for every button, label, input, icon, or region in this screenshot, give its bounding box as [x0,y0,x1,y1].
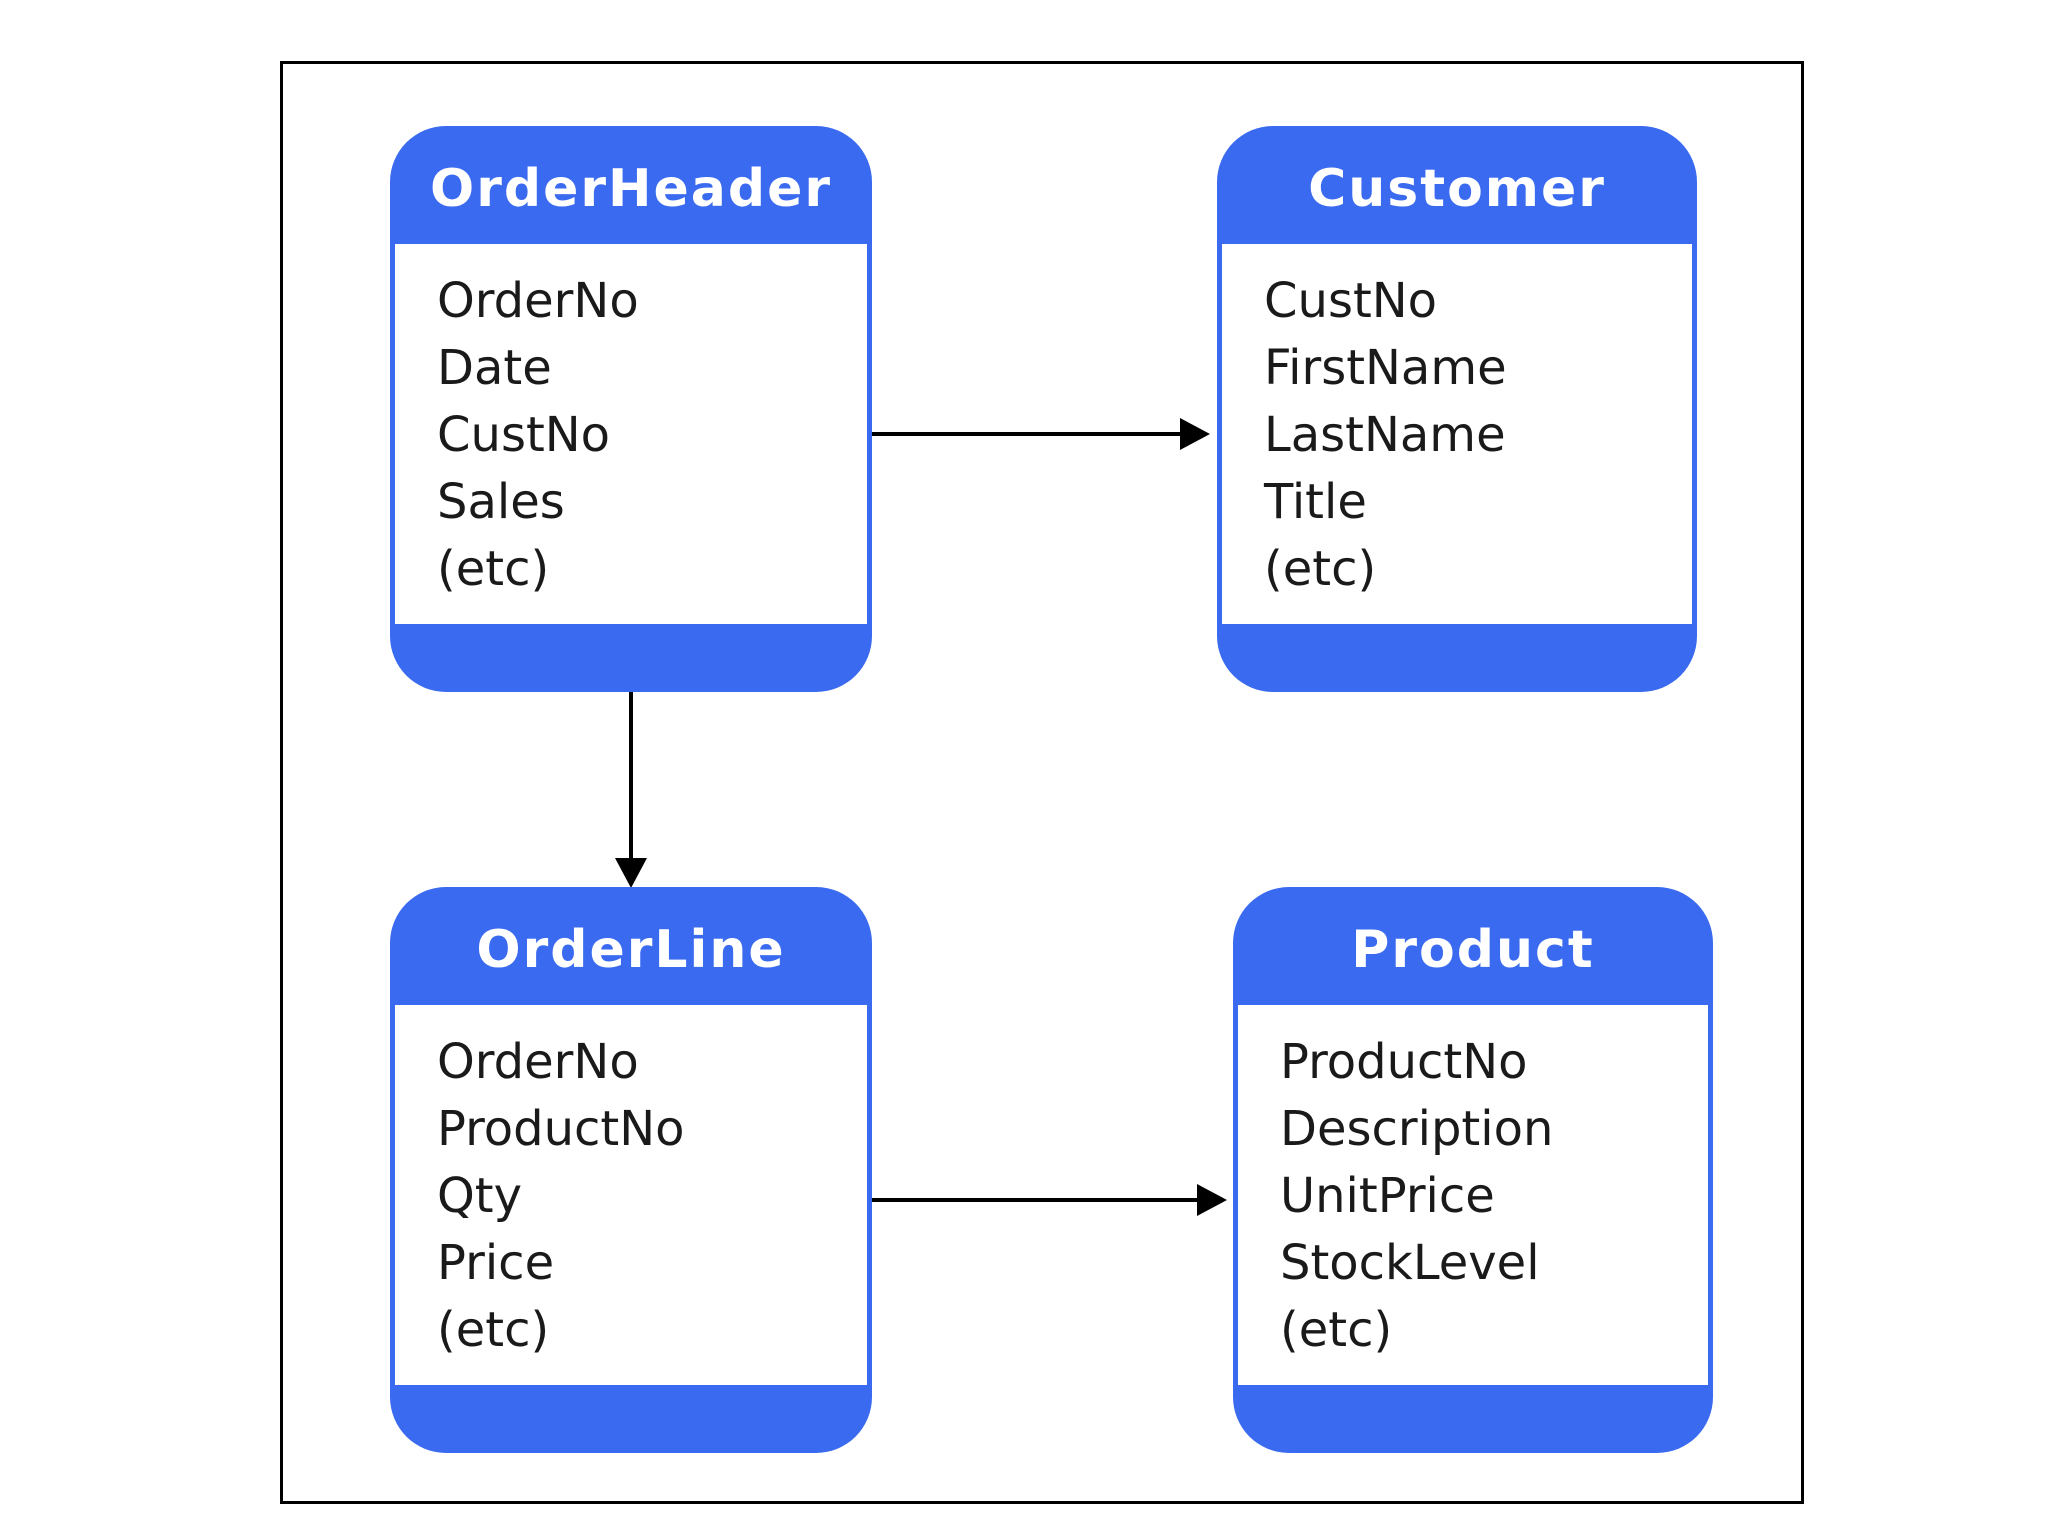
entity-orderline[interactable]: OrderLine OrderNo ProductNo Qty Price (e… [390,887,872,1453]
field: Price [437,1235,555,1291]
field: Sales [437,474,565,530]
field: ProductNo [437,1101,685,1157]
field: ProductNo [1280,1034,1528,1090]
entity-orderheader[interactable]: OrderHeader OrderNo Date CustNo Sales (e… [390,126,872,692]
field: LastName [1264,407,1506,463]
field: CustNo [1264,273,1438,329]
entity-fields: CustNo FirstName LastName Title (etc) [1222,244,1692,624]
field: Description [1280,1101,1554,1157]
entity-title: Customer [1308,159,1606,219]
field: CustNo [437,407,611,463]
field: FirstName [1264,340,1507,396]
field: Date [437,340,552,396]
field: OrderNo [437,1034,639,1090]
entity-fields: OrderNo ProductNo Qty Price (etc) [395,1005,867,1385]
entity-title: OrderLine [476,920,786,980]
field: StockLevel [1280,1235,1540,1291]
field: OrderNo [437,273,639,329]
entity-title: Product [1351,920,1595,980]
field: Qty [437,1168,523,1224]
field: UnitPrice [1280,1168,1495,1224]
field: Title [1264,474,1367,530]
entity-fields: OrderNo Date CustNo Sales (etc) [395,244,867,624]
field: (etc) [1264,541,1377,597]
entity-fields: ProductNo Description UnitPrice StockLev… [1238,1005,1708,1385]
field: (etc) [437,541,550,597]
entity-customer[interactable]: Customer CustNo FirstName LastName Title… [1217,126,1697,692]
field: (etc) [437,1302,550,1358]
entity-title: OrderHeader [430,159,832,219]
field: (etc) [1280,1302,1393,1358]
entity-product[interactable]: Product ProductNo Description UnitPrice … [1233,887,1713,1453]
